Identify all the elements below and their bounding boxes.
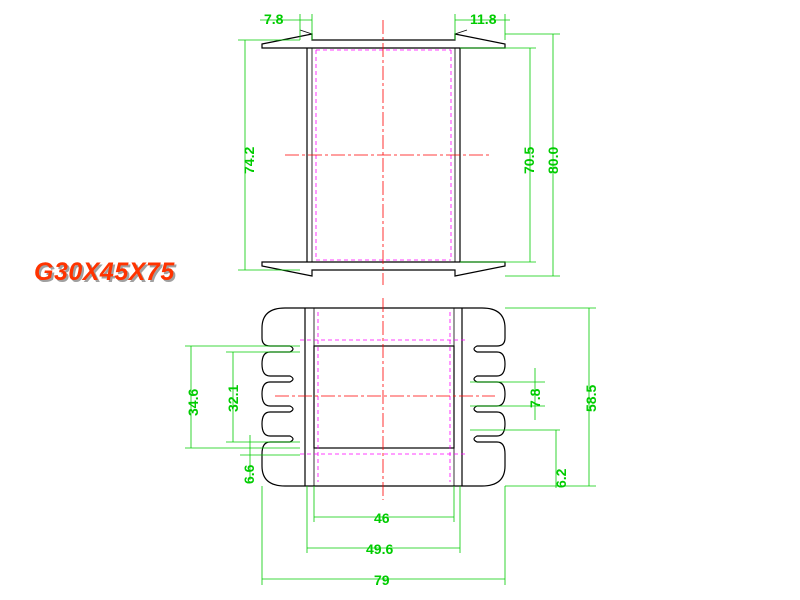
dim-width-79: 79 [374,572,390,588]
dim-left-outer: 34.6 [185,389,201,416]
right-comb-flange [462,307,506,487]
dim-flange-left: 7.8 [264,11,284,27]
top-flange-tab-left [299,29,313,35]
dim-winding-height: 70.5 [521,147,537,174]
bottom-view: 34.6 32.1 6.6 7.8 58.5 6.2 [185,298,599,588]
dim-overall-height: 80.0 [545,147,561,174]
core-window [313,345,455,449]
dim-width-46: 46 [374,510,390,526]
top-flange [261,33,506,49]
top-view: 7.8 11.8 74.2 70.5 80.0 [238,11,561,285]
dim-inner-height: 74.2 [241,147,257,174]
dim-right-slot: 7.8 [527,388,543,408]
dim-right-overall: 58.5 [583,385,599,412]
dim-width-49-6: 49.6 [366,541,393,557]
bottom-flange [261,261,506,277]
part-label: G30X45X75 [34,258,175,286]
top-flange-tab-right [454,29,468,35]
left-comb-flange [261,307,305,487]
dim-left-step: 6.6 [241,464,257,484]
dim-right-step: 6.2 [553,468,569,488]
dim-left-inner: 32.1 [225,385,241,412]
dim-flange-right: 11.8 [470,11,497,27]
